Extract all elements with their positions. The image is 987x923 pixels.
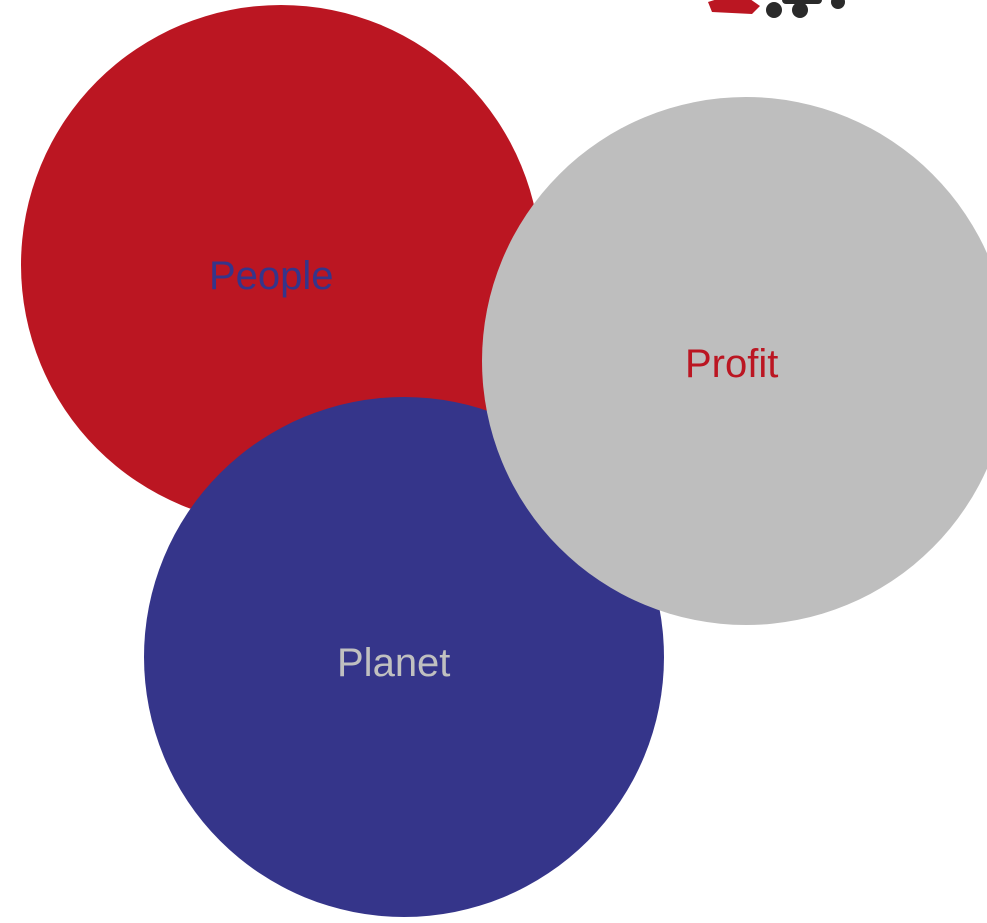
illustration-dark-bar (782, 0, 822, 4)
partial-illustration-icon (708, 0, 845, 18)
illustration-dark-wheel-3 (831, 0, 845, 9)
people-label: People (209, 254, 334, 298)
profit-circle: Profit (482, 97, 987, 625)
illustration-dark-wheel-1 (766, 2, 782, 18)
illustration-red-shape (708, 0, 760, 14)
profit-label: Profit (685, 342, 779, 386)
planet-label: Planet (337, 641, 451, 685)
illustration-dark-wheel-2 (792, 2, 808, 18)
